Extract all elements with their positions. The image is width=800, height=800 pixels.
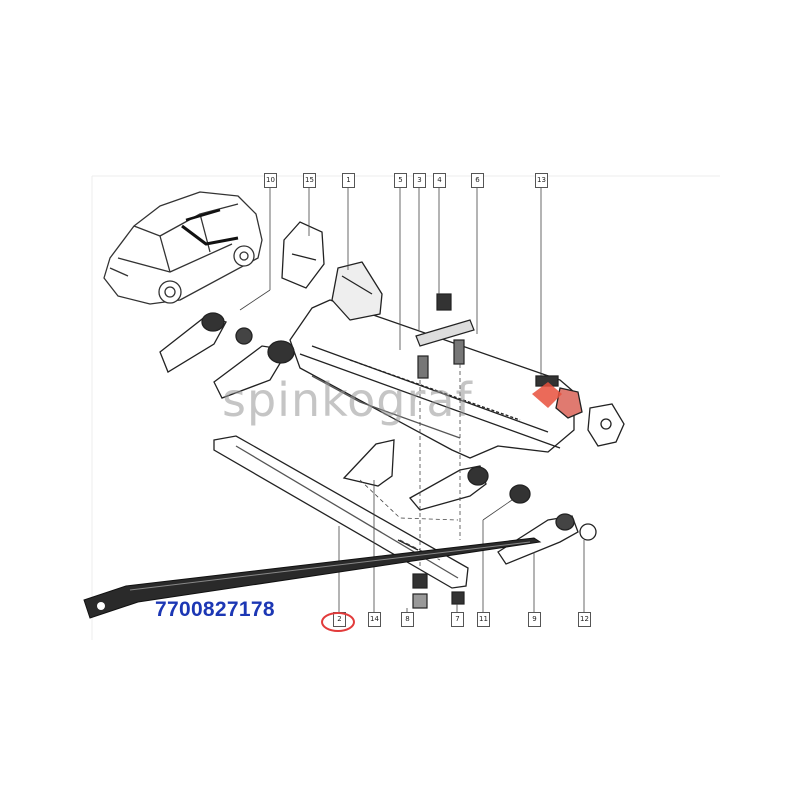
watermark-text: spinkograf bbox=[222, 373, 473, 427]
leader-lines bbox=[239, 186, 585, 612]
rear-axle-beam bbox=[289, 261, 575, 459]
part-photo bbox=[83, 537, 542, 619]
callout-15: 15 bbox=[303, 173, 316, 188]
callout-1: 1 bbox=[342, 173, 355, 188]
callout-11: 11 bbox=[477, 612, 490, 627]
callout-8: 8 bbox=[401, 612, 414, 627]
callout-7: 7 bbox=[451, 612, 464, 627]
stub-axle-hub bbox=[535, 375, 625, 447]
callout-12: 12 bbox=[578, 612, 591, 627]
car-illustration bbox=[103, 191, 263, 305]
part-number-label: 7700827178 bbox=[155, 598, 275, 621]
callout-13: 13 bbox=[535, 173, 548, 188]
callout-10: 10 bbox=[264, 173, 277, 188]
left-trailing-arm bbox=[159, 221, 325, 399]
callout-6: 6 bbox=[471, 173, 484, 188]
lower-bushings bbox=[412, 573, 465, 609]
callout-5: 5 bbox=[394, 173, 407, 188]
callout-4: 4 bbox=[433, 173, 446, 188]
right-trailing-arm bbox=[408, 465, 597, 565]
callout-14: 14 bbox=[368, 612, 381, 627]
bracket bbox=[342, 439, 395, 487]
highlight-ring bbox=[321, 612, 355, 632]
callout-9: 9 bbox=[528, 612, 541, 627]
bolts-and-plate bbox=[415, 293, 475, 379]
watermark-logo-mark bbox=[532, 382, 562, 408]
callout-3: 3 bbox=[413, 173, 426, 188]
